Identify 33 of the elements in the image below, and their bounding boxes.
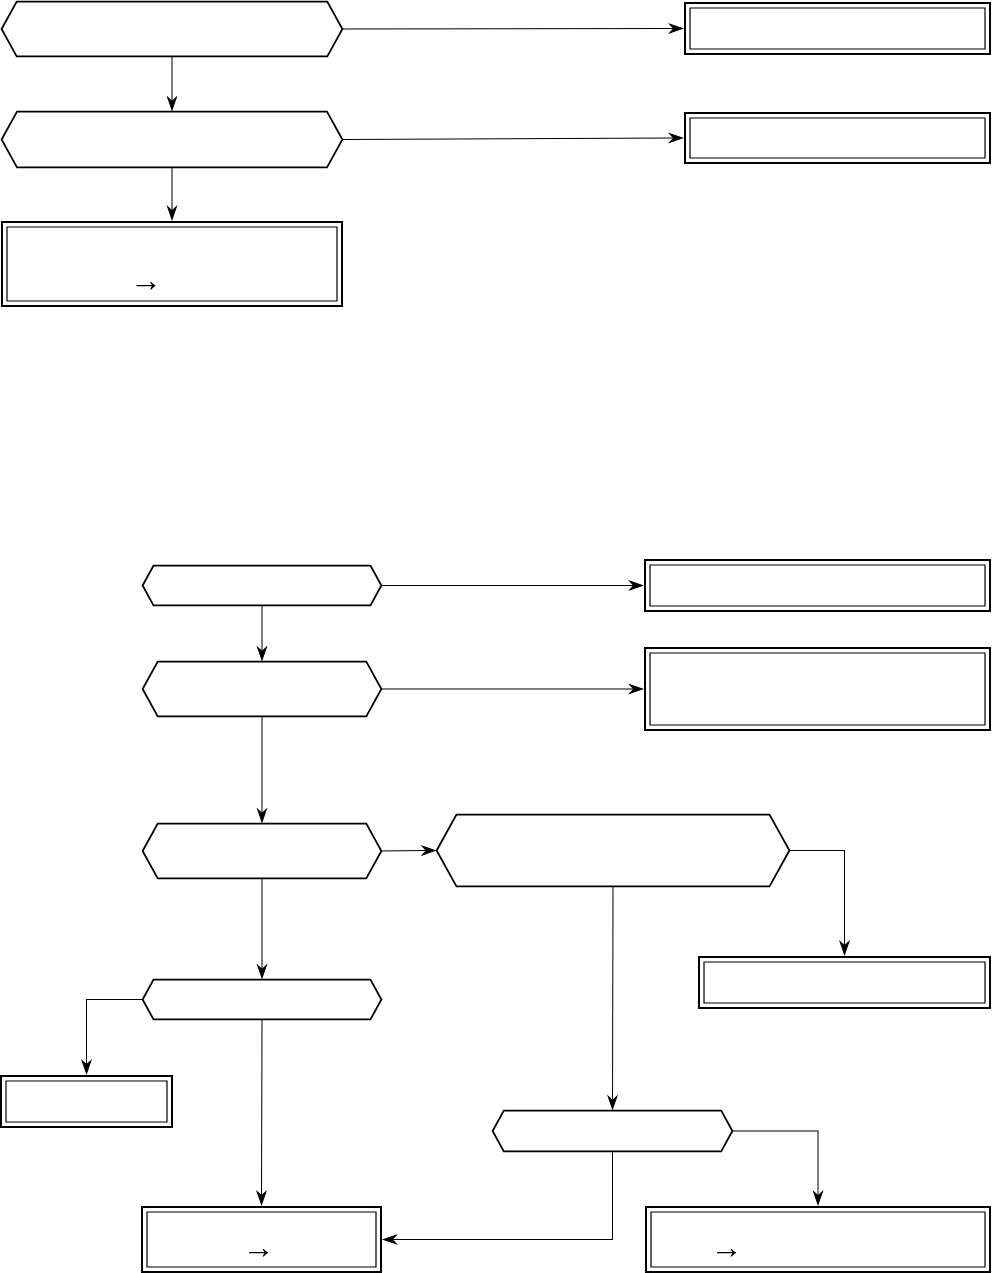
- arrow: [167, 166, 177, 220]
- hexagon-box: [141, 660, 383, 718]
- arrow: [607, 885, 618, 1110]
- double-border-box: [684, 112, 991, 164]
- arrow: [731, 1130, 823, 1205]
- hexagon-box: [491, 1109, 734, 1153]
- arrow: [256, 1018, 267, 1205]
- hexagon-box: [141, 564, 383, 607]
- hexagon-box: [0, 110, 344, 169]
- double-border-box: →: [645, 1206, 991, 1273]
- double-border-box: [698, 956, 991, 1009]
- arrow: [380, 580, 643, 591]
- arrow: [380, 845, 436, 856]
- arrow: [380, 684, 643, 694]
- arrow: [257, 715, 267, 823]
- hexagon-box: [435, 813, 791, 888]
- arrow: [167, 55, 177, 111]
- arrow: [257, 604, 267, 661]
- double-border-box: [644, 647, 991, 731]
- arrow: [341, 133, 683, 143]
- double-border-box: →: [1, 221, 343, 307]
- arrow: [341, 23, 683, 34]
- double-border-box: →: [141, 1206, 382, 1273]
- arrow: [81, 999, 144, 1074]
- hexagon-box: [141, 978, 383, 1021]
- arrow: [257, 877, 267, 979]
- hexagon-box: [141, 822, 383, 880]
- hexagon-box: [0, 0, 344, 58]
- arrow: [788, 850, 850, 955]
- arrow: [383, 1150, 613, 1245]
- double-border-box: [684, 2, 991, 55]
- double-border-box: [0, 1075, 173, 1128]
- double-border-box: [644, 559, 991, 612]
